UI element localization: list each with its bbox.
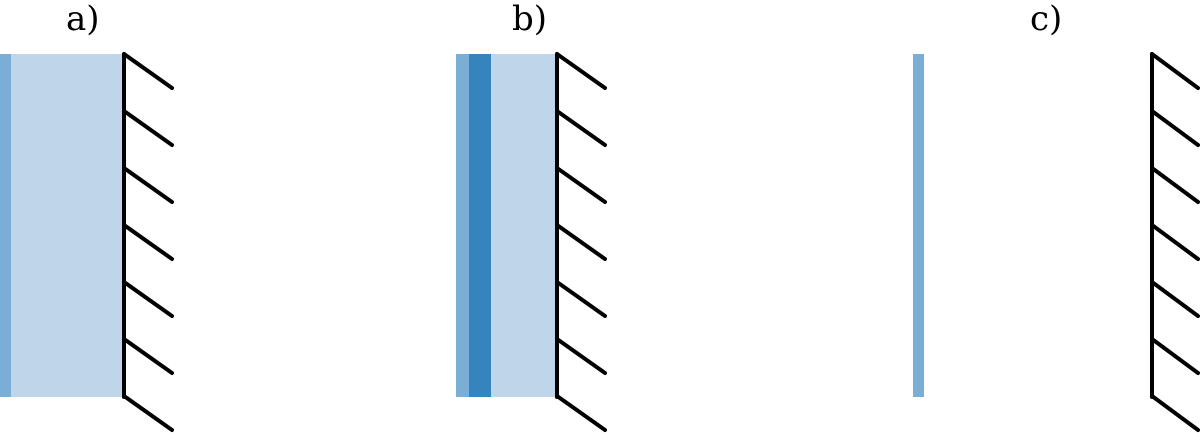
panel-c-thin-layer <box>913 54 924 397</box>
panel-b-thin-layer <box>456 54 469 397</box>
panel-b: b) <box>456 0 607 432</box>
panel-a-medium-layer <box>11 54 124 397</box>
panel-b-mirror-icon <box>555 52 607 432</box>
panel-a-thin-layer <box>0 54 11 397</box>
panel-c-mirror-icon <box>1150 52 1200 432</box>
panel-a-label: a) <box>66 0 100 39</box>
panel-b-label: b) <box>512 0 547 39</box>
panel-c-label: c) <box>1030 0 1062 39</box>
panel-b-dark-layer <box>469 54 491 397</box>
panel-c: c) <box>913 0 1200 432</box>
panel-a: a) <box>0 0 174 432</box>
panel-b-medium-layer <box>491 54 557 397</box>
panel-a-mirror-icon <box>122 52 174 432</box>
